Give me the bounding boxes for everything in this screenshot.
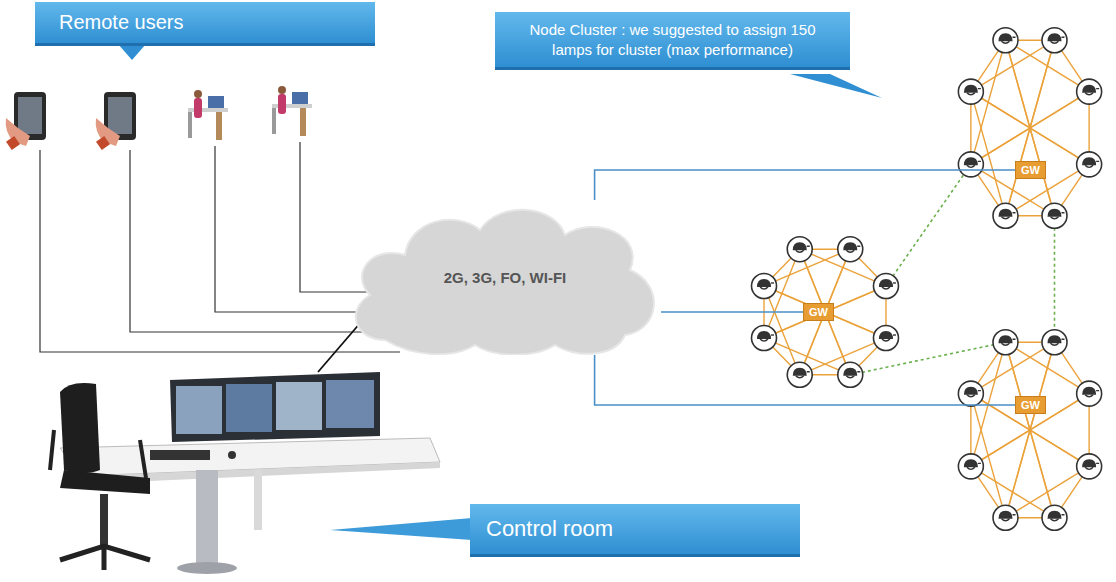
mesh-link [800,249,851,375]
lamp-icon [1077,79,1102,104]
lamp-icon [787,237,812,262]
device-links [40,142,420,372]
tablet-icon [96,92,136,150]
gateway-box: GW [803,303,834,321]
callout-text: Remote users [59,11,351,34]
lamp-icon [838,362,863,387]
gateway-label: GW [809,306,828,318]
cluster-link [1054,216,1056,342]
lamp-icon [1077,454,1102,479]
lamp-icon [873,273,898,298]
lamp-icon [752,273,777,298]
callout-note: Node Cluster : we suggested to assign 15… [495,12,850,70]
lamp-icon [993,330,1018,355]
lamp-clusters [752,28,1102,531]
lamp-icon [1042,505,1067,530]
lamp-icon [787,362,812,387]
lamp-icon [1077,381,1102,406]
lamp-icon [993,505,1018,530]
lamp-icon [1042,330,1067,355]
network-link [661,311,803,313]
desktop-user-icon [272,86,312,136]
mesh-link [1030,430,1054,518]
mesh-link [800,249,851,375]
gateway-box: GW [1015,161,1046,179]
lamp-icon [873,326,898,351]
lamp-icon [838,237,863,262]
network-label: 2G, 3G, FO, WI-FI [444,269,567,286]
callout-text: Node Cluster : we suggested to assign 15… [509,20,836,59]
callout-pointer [330,518,472,540]
network-link [595,355,1015,405]
gateway-label: GW [1021,399,1040,411]
lamp-icon [958,152,983,177]
mesh-link [971,92,1089,165]
lamp-icon [993,203,1018,228]
cluster-link [886,164,971,286]
callout-pointer [790,74,882,98]
network-cloud: 2G, 3G, FO, WI-FI [345,200,665,355]
lamp-icon [958,381,983,406]
callout-text: Control room [486,516,784,542]
callout-label: Remote users [35,2,375,46]
lamp-icon [958,79,983,104]
callout-pointer [118,44,146,60]
mesh-link [971,92,1089,165]
desktop-user-icon [188,90,228,140]
lamp-icon [1042,203,1067,228]
mesh-link [1006,342,1030,430]
callout-label: Control room [470,504,800,557]
network-link [595,170,1015,200]
tablet-icon [6,92,46,150]
lamp-icon [993,28,1018,53]
control-desk [50,372,440,574]
cluster-link [850,342,1005,375]
lamp-icon [752,326,777,351]
lamp-icon [1042,28,1067,53]
gateway-label: GW [1021,164,1040,176]
lamp-icon [1077,152,1102,177]
mesh-link [1006,40,1030,128]
gateway-box: GW [1015,396,1046,414]
lamp-icon [958,454,983,479]
